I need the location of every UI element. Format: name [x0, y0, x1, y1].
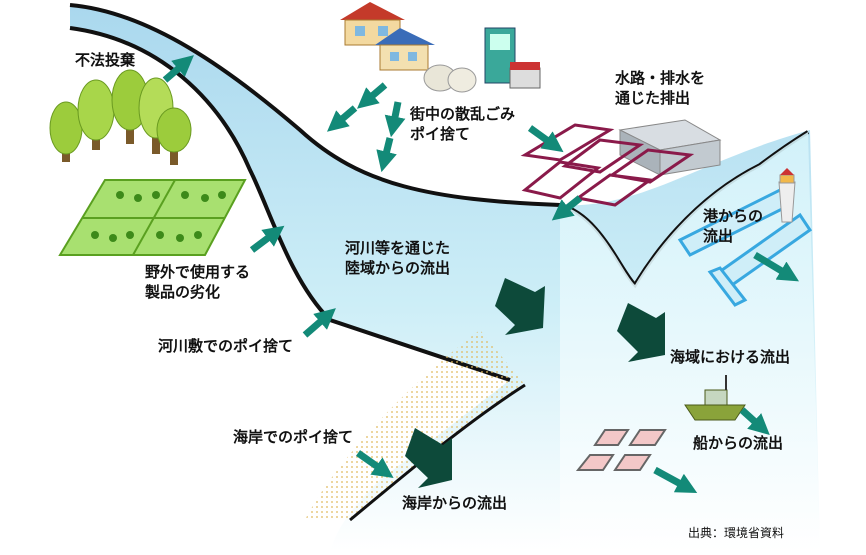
trash-bag-icon	[423, 64, 477, 93]
arrow-beach	[355, 450, 394, 479]
beach	[305, 330, 525, 520]
label-illegal-dumping: 不法投棄	[75, 51, 136, 69]
small-arrows	[162, 55, 800, 494]
arrow-house-2	[326, 105, 358, 132]
label-port-outflow: 港からの 流出	[703, 207, 764, 245]
large-arrows	[405, 278, 665, 488]
label-beach-littering: 海岸でのポイ捨て	[233, 428, 354, 446]
arrow-raft	[653, 466, 698, 494]
label-beach-outflow: 海岸からの流出	[402, 494, 508, 512]
sea-area	[560, 132, 820, 551]
arrow-street-2	[376, 137, 397, 173]
label-riverbed-littering: 河川敷でのポイ捨て	[158, 337, 294, 355]
arrow-illegal-dumping	[162, 55, 194, 83]
aquaculture-raft-icon	[575, 429, 667, 471]
arrow-house-1	[356, 82, 388, 109]
vending-machine-icon	[484, 27, 541, 89]
label-river-outflow: 河川等を通じた 陸域からの流出	[345, 239, 451, 277]
arrow-outdoor-products	[249, 225, 285, 253]
label-sea-outflow: 海域における流出	[670, 348, 791, 366]
ship-icon	[684, 375, 746, 421]
arrow-beach-outflow	[405, 428, 452, 488]
lighthouse-icon	[778, 168, 796, 223]
arrow-street-1	[384, 101, 406, 138]
arrow-ship	[739, 407, 770, 436]
arrow-sea-outflow	[617, 303, 665, 362]
arrow-riverbed	[302, 308, 336, 338]
source-note: 出典：環境省資料	[688, 526, 785, 540]
arrow-river-outflow	[495, 278, 545, 335]
field-icon	[58, 179, 247, 256]
arrow-waterway-1	[527, 125, 564, 153]
tree-icon	[49, 69, 192, 165]
label-waterway-drainage: 水路・排水を 通じた排出	[615, 69, 706, 107]
arrow-waterway-2	[551, 195, 583, 221]
label-ship-outflow: 船からの流出	[693, 434, 784, 452]
house-icon	[340, 2, 435, 71]
label-outdoor-products: 野外で使用する 製品の劣化	[145, 263, 251, 301]
arrow-port	[753, 251, 800, 282]
label-street-litter: 街中の散乱ごみ ポイ捨て	[410, 105, 516, 143]
